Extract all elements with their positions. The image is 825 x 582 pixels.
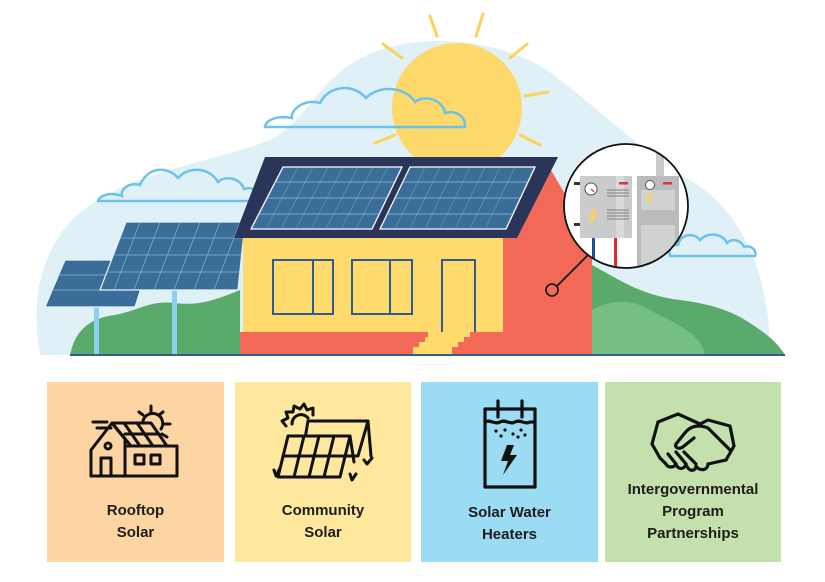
card-label-line2: Solar [116,524,155,541]
roof-solar-panels [249,166,537,230]
card-label: Intergovernmental Program Partnerships [605,479,781,545]
callout-line [552,254,589,291]
card-label-line1: Solar Water [468,504,551,521]
card-label: Rooftop Solar [47,500,224,544]
card-label-line2: Heaters [481,526,538,543]
sun-icon [392,43,522,173]
card-label-line2: Program [662,503,724,520]
card-intergovernmental-program-partnerships: Intergovernmental Program Partnerships [605,382,781,562]
card-solar-water-heaters: Solar Water Heaters [421,382,598,562]
cloud-icon [96,168,262,203]
callout-anchor [545,283,559,297]
house-foundation [240,332,592,355]
card-community-solar: Community Solar [235,382,411,562]
house-door [441,259,476,332]
card-label-line1: Rooftop [106,502,165,519]
hill [592,301,705,355]
solar-house-illustration [36,12,785,356]
solar-panels-icon [272,402,374,482]
water-heater-icon [482,399,537,489]
sun-rays-icon [373,12,550,147]
card-label-line1: Intergovernmental [627,481,759,498]
card-label: Community Solar [235,500,411,544]
cloud-icon [668,233,757,258]
water-heater-detail [563,143,689,269]
cloud-icon [263,86,467,129]
card-label-line1: Community [281,502,365,519]
card-label: Solar Water Heaters [421,502,598,546]
hill [70,290,240,355]
house-front-wall [243,235,503,335]
ground-line [70,354,785,356]
card-label-line3: Partnerships [647,525,739,542]
card-label-line2: Solar [304,524,342,541]
house-windows [272,259,413,315]
card-rooftop-solar: Rooftop Solar [47,382,224,562]
handshake-icon [650,412,736,472]
house-solar-icon [89,404,178,478]
house-steps [413,332,470,355]
ground-solar-array [44,221,246,355]
